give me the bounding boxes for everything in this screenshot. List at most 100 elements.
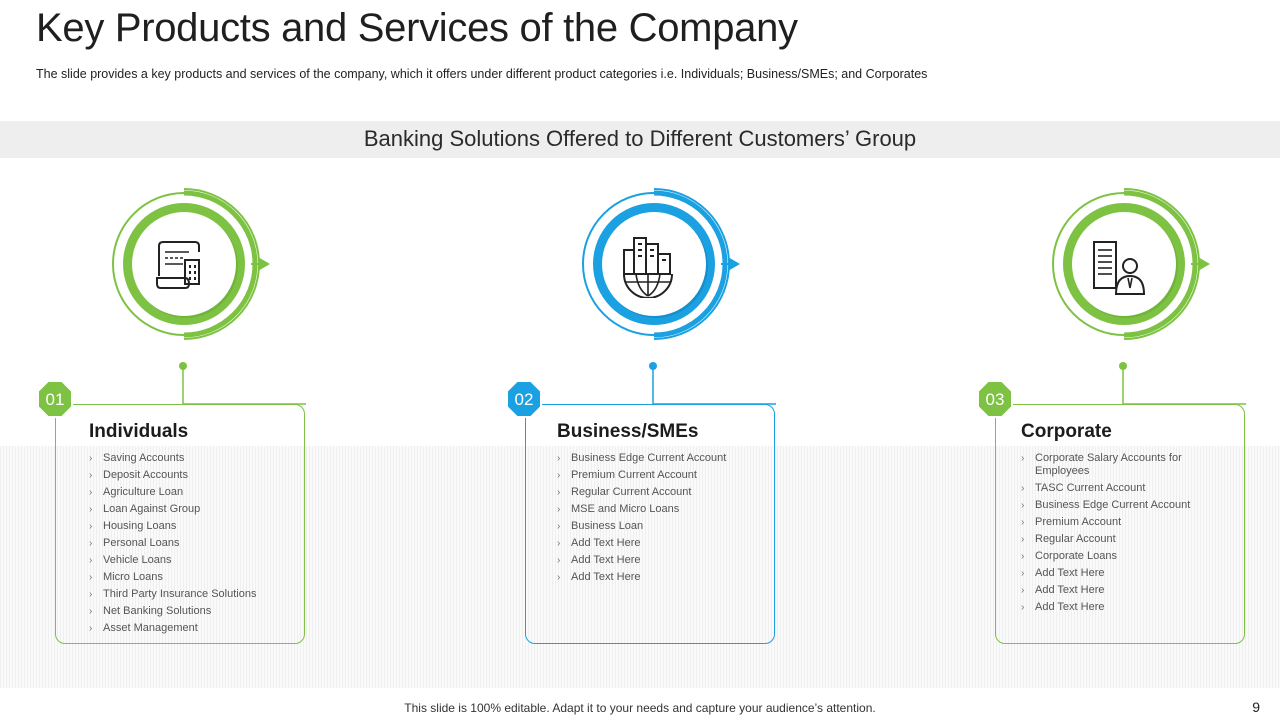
list-item: › Corporate Salary Accounts for Employees [1021, 452, 1201, 478]
building-businessman-icon [1093, 241, 1146, 295]
list-item: ›Housing Loans [89, 520, 279, 533]
list-item-label: Asset Management [103, 622, 198, 634]
number-badge-01: 01 [37, 380, 73, 418]
list-corporate: › Corporate Salary Accounts for Employees… [1021, 452, 1201, 618]
chevron-right-icon: › [89, 470, 93, 481]
list-item-label: Saving Accounts [103, 452, 185, 464]
list-item: › Add Text Here [1021, 567, 1201, 580]
city-globe-icon [623, 237, 673, 298]
list-item: › Personal Loans [89, 537, 279, 550]
list-item: ›Business Edge Current Account [557, 452, 747, 465]
page-subtitle: The slide provides a key products and se… [36, 67, 928, 81]
svg-text:02: 02 [515, 390, 534, 409]
chevron-right-icon: › [89, 555, 93, 566]
chevron-right-icon: › [557, 521, 561, 532]
list-item-label: Premium Current Account [571, 469, 697, 481]
list-item-label: Premium Account [1035, 516, 1122, 528]
chevron-right-icon: › [1021, 500, 1025, 511]
chevron-right-icon: › [89, 453, 93, 464]
connector-corporate [1119, 362, 1246, 405]
chevron-right-icon: › [1021, 453, 1025, 464]
list-item-label: Add Text Here [571, 554, 641, 566]
list-item: › Regular Current Account [557, 486, 747, 499]
chevron-right-icon: › [557, 538, 561, 549]
list-item: › Loan Against Group [89, 503, 279, 516]
chevron-right-icon: › [89, 589, 93, 600]
card-individuals [55, 404, 305, 644]
list-item-label: Deposit Accounts [103, 469, 188, 481]
list-item: › Third Party Insurance Solutions [89, 588, 279, 601]
list-item-label: Add Text Here [1035, 601, 1105, 613]
list-item-label: Personal Loans [103, 537, 180, 549]
list-item: › Premium Current Account [557, 469, 747, 482]
list-item: › Add Text Here [557, 571, 747, 584]
chevron-right-icon: › [89, 487, 93, 498]
list-item: › Regular Account [1021, 533, 1201, 546]
list-item-label: TASC Current Account [1035, 482, 1146, 494]
list-item-label: Loan Against Group [103, 503, 201, 515]
chevron-right-icon: › [89, 504, 93, 515]
chevron-right-icon: › [557, 555, 561, 566]
list-item: › Add Text Here [1021, 601, 1201, 614]
chevron-right-icon: › [89, 572, 93, 583]
chevron-right-icon: › [557, 572, 561, 583]
chevron-right-icon: › [1021, 585, 1025, 596]
list-item: ›Net Banking Solutions [89, 605, 279, 618]
svg-text:01: 01 [46, 390, 65, 409]
page-title: Key Products and Services of the Company [36, 6, 798, 50]
list-item-label: Business Edge Current Account [571, 452, 727, 464]
list-item-label: Micro Loans [103, 571, 163, 583]
card-title-business: Business/SMEs [557, 421, 699, 442]
list-item-label: Regular Account [1035, 533, 1116, 545]
chevron-right-icon: › [1021, 568, 1025, 579]
list-item-label: Net Banking Solutions [103, 605, 212, 617]
list-item-label: Third Party Insurance Solutions [103, 588, 257, 600]
chevron-right-icon: › [1021, 602, 1025, 613]
card-business [525, 404, 775, 644]
list-item-label: Regular Current Account [571, 486, 692, 498]
list-item-label: Vehicle Loans [103, 554, 172, 566]
svg-text:03: 03 [986, 390, 1005, 409]
number-badge-02: 02 [506, 380, 542, 418]
list-item-label: MSE and Micro Loans [571, 503, 680, 515]
chevron-right-icon: › [89, 623, 93, 634]
list-item: › TASC Current Account [1021, 482, 1201, 495]
number-badge-03: 03 [977, 380, 1013, 418]
list-item-label: Add Text Here [571, 537, 641, 549]
list-item-label: Corporate Loans [1035, 550, 1117, 562]
list-item: ›Agriculture Loan [89, 486, 279, 499]
list-item: › Add Text Here [557, 537, 747, 550]
list-item-label: Add Text Here [1035, 584, 1105, 596]
chevron-right-icon: › [1021, 534, 1025, 545]
document-building-icon [156, 241, 200, 289]
chevron-right-icon: › [557, 470, 561, 481]
chevron-right-icon: › [89, 538, 93, 549]
chevron-right-icon: › [557, 487, 561, 498]
list-item: › Premium Account [1021, 516, 1201, 529]
list-item: › Vehicle Loans [89, 554, 279, 567]
list-individuals: › Saving Accounts › Deposit Accounts ›Agricu… [89, 452, 279, 639]
list-item: › Add Text Here [1021, 584, 1201, 597]
list-item: › Micro Loans [89, 571, 279, 584]
chevron-right-icon: › [1021, 517, 1025, 528]
list-item-label: Business Edge Current Account [1035, 499, 1191, 511]
list-item: › Business Edge Current Account [1021, 499, 1201, 512]
footer-note: This slide is 100% editable. Adapt it to… [404, 701, 876, 715]
list-business: ›Business Edge Current Account›Premium C… [557, 452, 747, 588]
chevron-right-icon: › [557, 504, 561, 515]
card-corporate [995, 404, 1245, 644]
chevron-right-icon: › [1021, 483, 1025, 494]
list-item: › Deposit Accounts [89, 469, 279, 482]
list-item-label: Add Text Here [1035, 567, 1105, 579]
list-item-label: Corporate Salary Accounts for Employees [1035, 452, 1182, 477]
list-item: › Business Loan [557, 520, 747, 533]
page-number: 9 [1252, 699, 1260, 715]
list-item-label: Housing Loans [103, 520, 177, 532]
circle-business [580, 186, 750, 346]
list-item-label: Add Text Here [571, 571, 641, 583]
list-item-label: Business Loan [571, 520, 644, 532]
connector-individuals [179, 362, 306, 405]
list-item: › Asset Management [89, 622, 279, 635]
hatched-background [0, 446, 1280, 688]
list-item: ›Corporate Loans [1021, 550, 1201, 563]
